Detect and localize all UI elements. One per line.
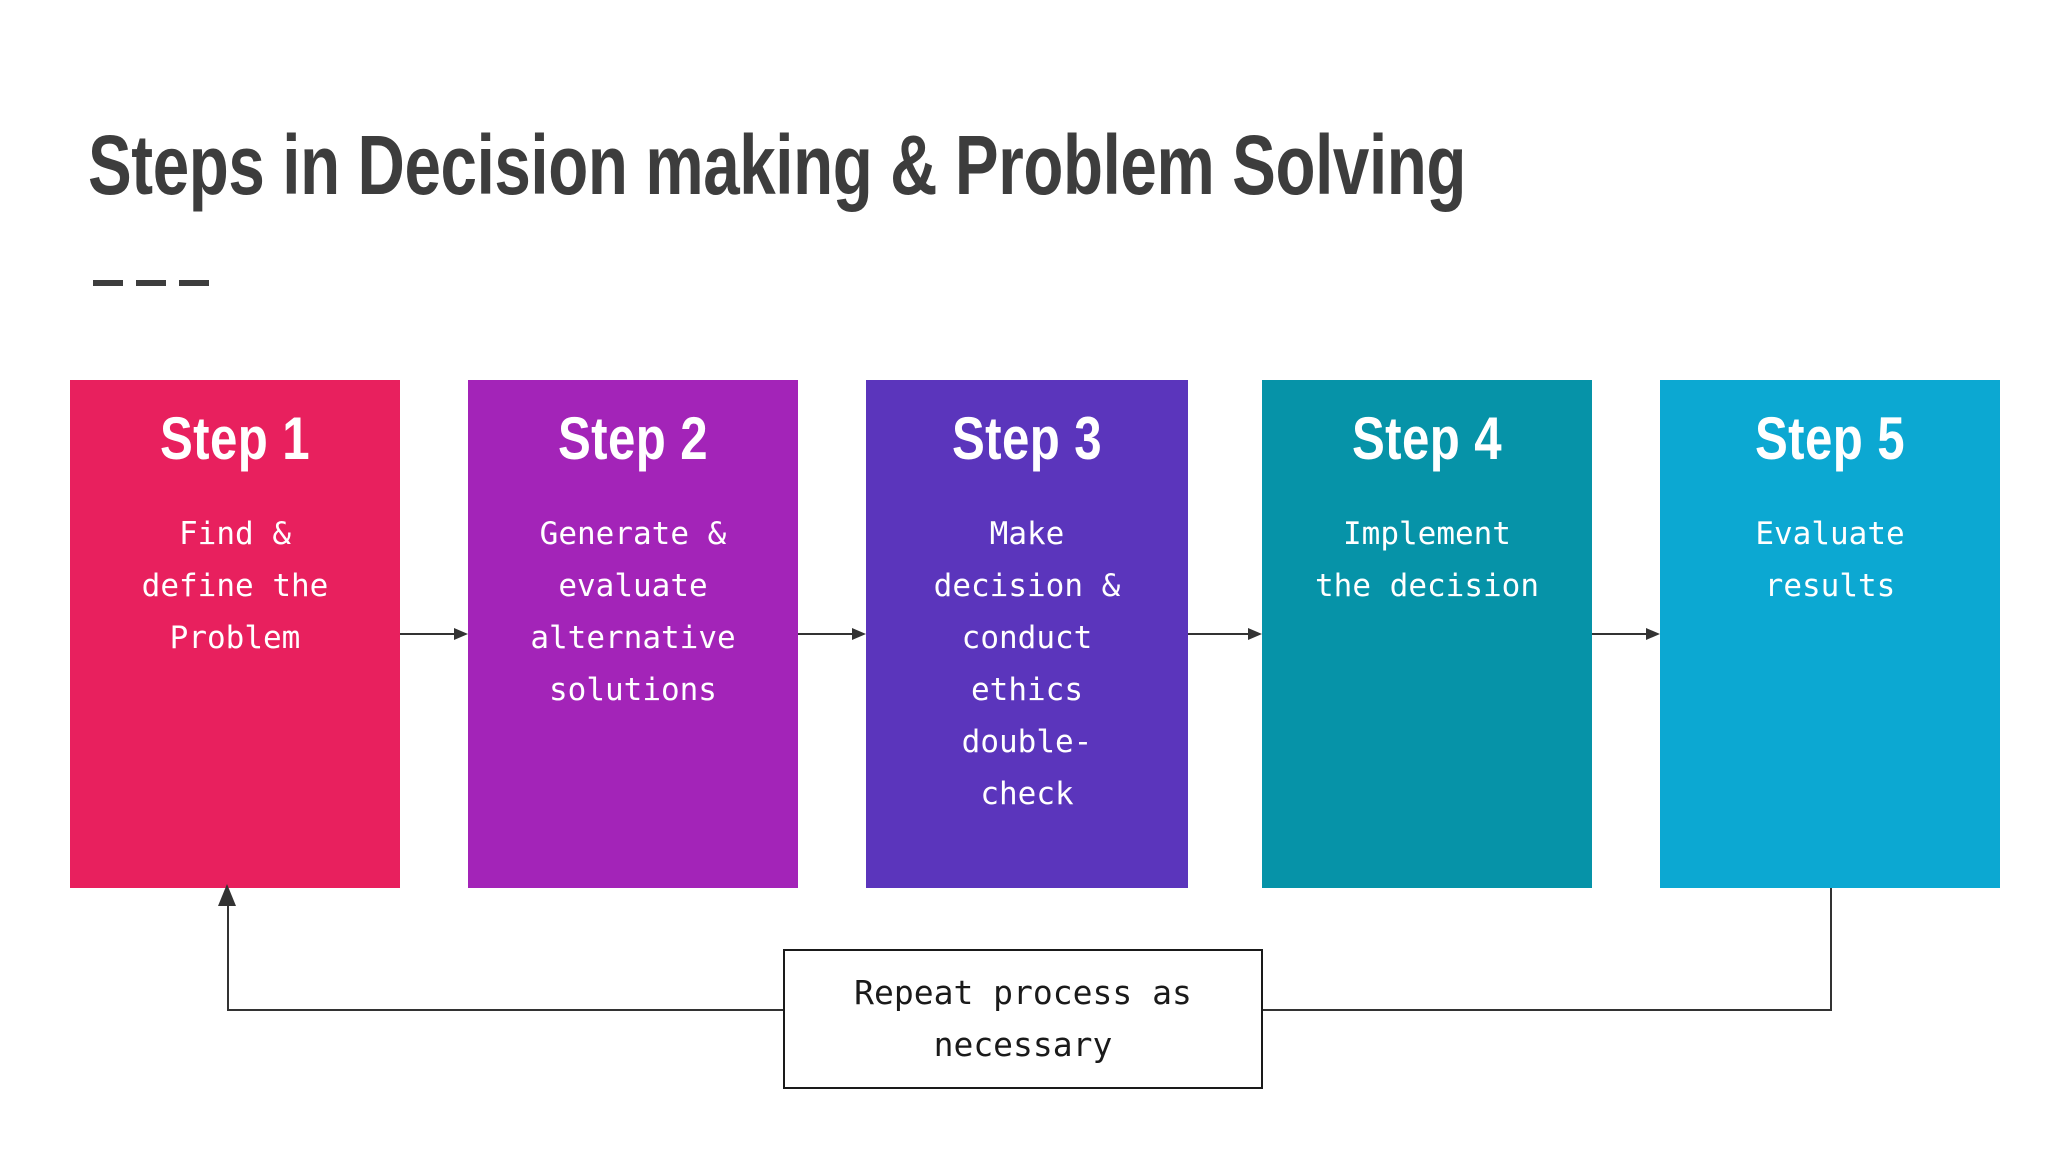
step-card-2-body: Generate & evaluate alternative solution… bbox=[530, 516, 736, 708]
repeat-process-box[interactable]: Repeat process as necessary bbox=[783, 949, 1263, 1089]
arrow-head-icon bbox=[454, 628, 468, 640]
feedback-loop-left-segment bbox=[227, 903, 229, 1011]
step-card-1[interactable]: Step 1 Find & define the Problem bbox=[70, 380, 400, 888]
step-card-3[interactable]: Step 3 Make decision & conduct ethics do… bbox=[866, 380, 1188, 888]
step-card-1-title: Step 1 bbox=[159, 405, 311, 472]
title-dash-2 bbox=[136, 280, 166, 286]
step-card-5-body: Evaluate results bbox=[1755, 516, 1905, 604]
arrow-line bbox=[400, 633, 456, 635]
arrow-line bbox=[798, 633, 854, 635]
step-card-3-title: Step 3 bbox=[951, 405, 1103, 472]
arrow-head-icon bbox=[852, 628, 866, 640]
title-dash-3 bbox=[179, 280, 209, 286]
arrow-line bbox=[1592, 633, 1648, 635]
step-card-2-title: Step 2 bbox=[557, 405, 709, 472]
title-dash-1 bbox=[93, 280, 123, 286]
step-card-4-body: Implement the decision bbox=[1315, 516, 1539, 604]
arrow-step1-to-step2 bbox=[400, 628, 468, 640]
arrow-head-icon bbox=[1248, 628, 1262, 640]
arrow-line bbox=[1188, 633, 1250, 635]
feedback-loop-right-segment bbox=[1830, 888, 1832, 1011]
arrow-head-icon bbox=[1646, 628, 1660, 640]
title-underline-dashes bbox=[93, 280, 209, 286]
step-card-3-body: Make decision & conduct ethics double- c… bbox=[933, 516, 1121, 812]
step-card-4[interactable]: Step 4 Implement the decision bbox=[1262, 380, 1592, 888]
step-card-2[interactable]: Step 2 Generate & evaluate alternative s… bbox=[468, 380, 798, 888]
step-card-1-body: Find & define the Problem bbox=[141, 516, 329, 656]
repeat-process-label: Repeat process as necessary bbox=[854, 973, 1192, 1064]
arrow-step3-to-step4 bbox=[1188, 628, 1262, 640]
step-card-4-title: Step 4 bbox=[1351, 405, 1503, 472]
feedback-loop-arrow-head-icon bbox=[218, 884, 236, 906]
arrow-step2-to-step3 bbox=[798, 628, 866, 640]
page-title: Steps in Decision making & Problem Solvi… bbox=[88, 118, 1467, 212]
step-card-5-title: Step 5 bbox=[1754, 405, 1906, 472]
step-card-5[interactable]: Step 5 Evaluate results bbox=[1660, 380, 2000, 888]
arrow-step4-to-step5 bbox=[1592, 628, 1660, 640]
